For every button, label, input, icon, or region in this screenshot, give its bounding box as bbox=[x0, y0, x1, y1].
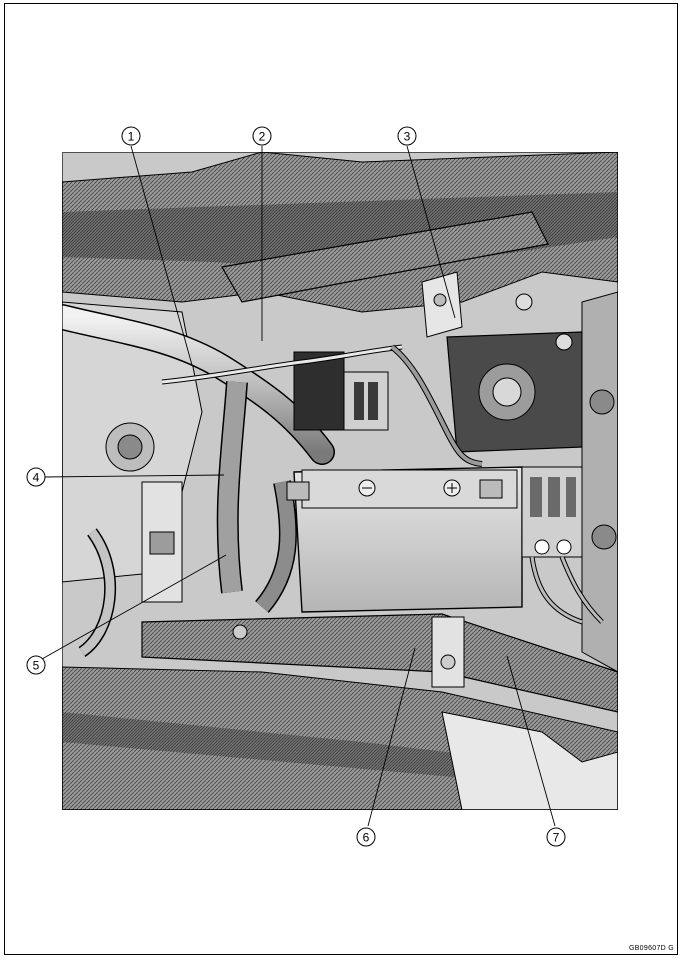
callout-7: 7 bbox=[546, 827, 566, 847]
leader-line-7 bbox=[506, 655, 556, 827]
callout-number: 4 bbox=[33, 471, 40, 485]
callout-number: 1 bbox=[128, 130, 135, 144]
right-edge-structure bbox=[581, 291, 618, 673]
leader-line-1 bbox=[130, 145, 193, 366]
frame-crossbar bbox=[221, 211, 549, 303]
leader-line-5 bbox=[41, 554, 227, 660]
callout-1: 1 bbox=[121, 126, 141, 146]
terminal-right bbox=[479, 479, 503, 499]
callout-number: 7 bbox=[553, 831, 560, 845]
callout-6: 6 bbox=[356, 827, 376, 847]
lower-chain-guard bbox=[441, 711, 618, 810]
leader-line-4 bbox=[43, 474, 225, 478]
callout-4: 4 bbox=[26, 467, 46, 487]
page-frame bbox=[4, 3, 678, 955]
relay-box bbox=[293, 351, 345, 431]
callout-number: 3 bbox=[404, 130, 411, 144]
callout-number: 5 bbox=[33, 659, 40, 673]
lower-bracket bbox=[431, 616, 465, 688]
callout-5: 5 bbox=[26, 655, 46, 675]
engine-bay-illustration bbox=[62, 152, 618, 810]
leader-line-3 bbox=[406, 145, 456, 319]
lower-cross-member bbox=[141, 613, 618, 713]
leader-line-6 bbox=[367, 647, 416, 827]
callout-2: 2 bbox=[252, 126, 272, 146]
terminal-left bbox=[286, 481, 310, 501]
callout-number: 2 bbox=[259, 130, 266, 144]
callout-number: 6 bbox=[363, 831, 370, 845]
callout-3: 3 bbox=[397, 126, 417, 146]
figure-code: GB09607D G bbox=[628, 945, 674, 952]
